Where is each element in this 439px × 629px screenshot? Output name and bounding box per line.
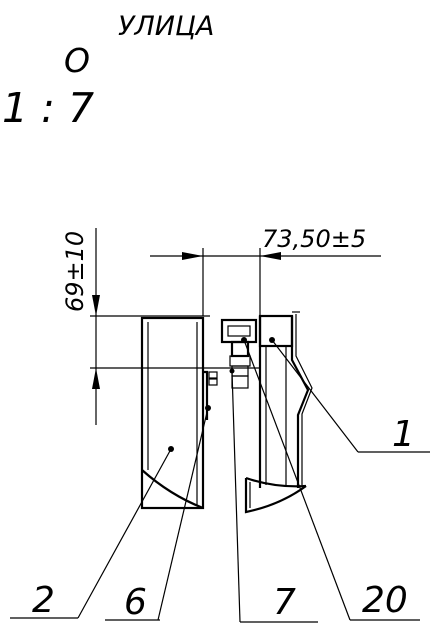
callout-1-label: 1 xyxy=(392,414,415,455)
callout-6-leader xyxy=(105,407,209,621)
callout-2-leader xyxy=(10,448,172,619)
callout-1-leader xyxy=(271,339,430,453)
scale-label: 1 : 7 xyxy=(2,84,94,132)
height-dimension: 69±10 xyxy=(61,228,215,425)
callout-7-label: 7 xyxy=(273,582,296,623)
callout-2-label: 2 xyxy=(32,580,55,621)
callout-20-label: 20 xyxy=(362,580,408,621)
part-6-bracket xyxy=(203,370,218,420)
callout-7-leader xyxy=(231,370,318,623)
section-mark: O xyxy=(64,41,90,80)
section-label: УЛИЦА xyxy=(118,11,214,42)
part-20-plate xyxy=(244,476,307,514)
width-dimension: 73,50±5 xyxy=(150,225,381,316)
callout-20-leader xyxy=(243,339,420,621)
height-dimension-text: 69±10 xyxy=(61,231,89,312)
part-1-profile xyxy=(258,311,313,488)
width-dimension-text: 73,50±5 xyxy=(262,225,366,253)
callout-6-label: 6 xyxy=(124,582,147,623)
part-7-bolt xyxy=(215,318,260,389)
part-2-body xyxy=(140,316,205,510)
